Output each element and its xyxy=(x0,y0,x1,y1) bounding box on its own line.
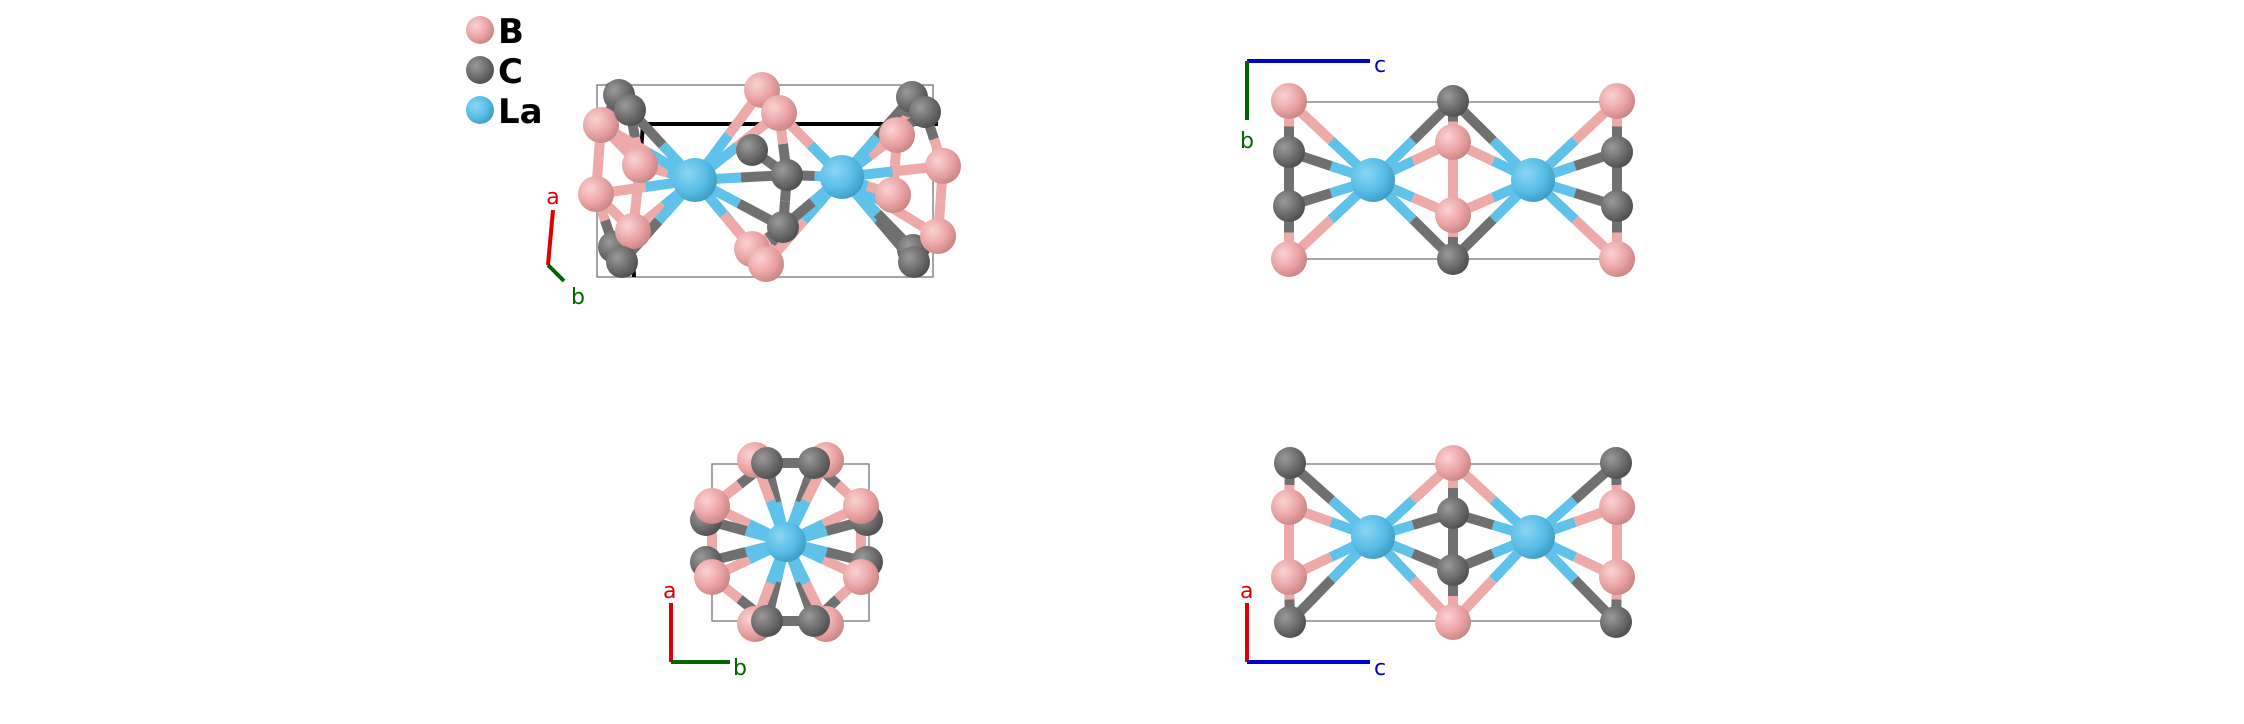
b-atom xyxy=(1271,241,1307,277)
la-atom xyxy=(1351,158,1395,202)
b-atom xyxy=(1435,197,1471,233)
axis-c-label: c xyxy=(1374,656,1386,681)
b-atom xyxy=(925,148,961,184)
axis-b-line xyxy=(546,263,566,283)
c-atom xyxy=(798,447,830,479)
b-atom xyxy=(1599,489,1635,525)
c-atom xyxy=(1273,136,1305,168)
c-atom xyxy=(898,246,930,278)
b-atom xyxy=(1271,83,1307,119)
b-atom xyxy=(1271,559,1307,595)
axis-a-label: a xyxy=(546,185,559,210)
c-atom xyxy=(1437,554,1469,586)
la-atom xyxy=(673,158,717,202)
la-atom xyxy=(1511,515,1555,559)
legend-b-label: B xyxy=(498,12,524,52)
c-atom xyxy=(1601,136,1633,168)
b-atom xyxy=(748,246,784,282)
c-atom xyxy=(614,94,646,126)
b-atom xyxy=(694,488,730,524)
b-atom xyxy=(843,488,879,524)
c-atom xyxy=(1600,606,1632,638)
axis-a-label: a xyxy=(663,579,676,604)
b-atom xyxy=(1435,445,1471,481)
legend-la-swatch xyxy=(466,96,494,124)
c-atom xyxy=(771,159,803,191)
view-a-c xyxy=(1271,445,1635,640)
c-atom xyxy=(1437,85,1469,117)
c-atom xyxy=(1274,606,1306,638)
c-atom xyxy=(798,605,830,637)
b-atom xyxy=(875,177,911,213)
legend-c-swatch xyxy=(466,56,494,84)
view-a-b xyxy=(690,442,883,642)
legend-b-swatch xyxy=(466,16,494,44)
b-atom xyxy=(879,117,915,153)
b-atom xyxy=(583,107,619,143)
axis-c-label: c xyxy=(1374,53,1386,78)
c-atom xyxy=(1600,447,1632,479)
legend-la-label: La xyxy=(498,92,543,132)
c-atom xyxy=(751,447,783,479)
b-atom xyxy=(578,176,614,212)
c-atom xyxy=(1437,243,1469,275)
la-atom xyxy=(766,522,806,562)
c-atom xyxy=(606,246,638,278)
axis-a-line xyxy=(546,209,555,266)
view-perspective xyxy=(578,72,961,282)
la-atom xyxy=(820,155,864,199)
axis-b-label: b xyxy=(733,656,747,681)
b-atom xyxy=(843,559,879,595)
legend: B C La xyxy=(466,12,543,132)
axis-indicators: a b c b a b a c xyxy=(546,53,1386,681)
c-atom xyxy=(1437,497,1469,529)
b-atom xyxy=(1435,124,1471,160)
b-atom xyxy=(761,95,797,131)
axis-a-label: a xyxy=(1240,579,1253,604)
c-atom xyxy=(1273,190,1305,222)
la-atom xyxy=(1351,515,1395,559)
view-b-c xyxy=(1271,83,1635,277)
la-atom xyxy=(1511,158,1555,202)
axis-b-label: b xyxy=(1240,129,1254,154)
c-atom xyxy=(1601,190,1633,222)
b-atom xyxy=(1599,241,1635,277)
legend-c-label: C xyxy=(498,52,523,92)
c-atom xyxy=(736,134,768,166)
axis-b-label: b xyxy=(571,285,585,310)
b-atom xyxy=(1435,604,1471,640)
b-atom xyxy=(615,213,651,249)
b-atom xyxy=(1599,559,1635,595)
c-atom xyxy=(909,96,941,128)
b-atom xyxy=(694,559,730,595)
c-atom xyxy=(1274,447,1306,479)
b-atom xyxy=(622,147,658,183)
b-atom xyxy=(920,218,956,254)
b-atom xyxy=(1271,489,1307,525)
c-atom xyxy=(767,211,799,243)
c-atom xyxy=(751,605,783,637)
b-atom xyxy=(1599,83,1635,119)
